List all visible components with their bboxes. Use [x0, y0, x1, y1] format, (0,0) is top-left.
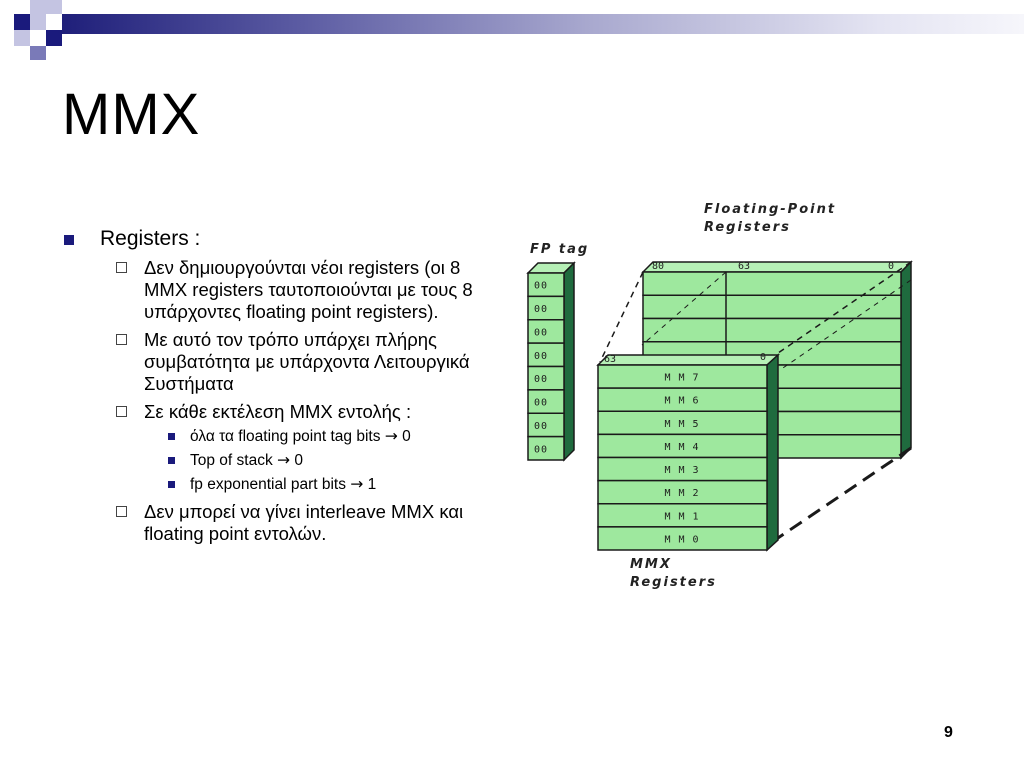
fp-tag-value: 00: [534, 374, 548, 385]
header-square-1: [14, 14, 30, 30]
slide-title: MMX: [62, 82, 201, 147]
square-bullet-icon: [64, 235, 74, 245]
hollow-square-bullet-icon: [116, 506, 127, 517]
sub-sub-bullet-text: Top of stack: [190, 452, 273, 469]
sub-bullet-2: Με αυτό τον τρόπο υπάρχει πλήρης συμβατό…: [60, 329, 500, 395]
mmx-block-top: [596, 354, 780, 366]
mmx-registers-label-line2: Registers: [630, 575, 717, 590]
sub-bullet-1: Δεν δημιουργούνται νέοι registers (οι 8 …: [60, 257, 500, 323]
fp-tag-value: 00: [534, 304, 548, 315]
sub-sub-bullet-3: fp exponential part bits → 1: [60, 474, 500, 495]
mmx-bit-label-63: 63: [604, 354, 616, 365]
sub-sub-bullet-value: 0: [294, 452, 303, 469]
projection-lines: [599, 261, 912, 542]
sub-sub-bullet-2: Top of stack → 0: [60, 450, 500, 471]
bullet-registers: Registers :: [60, 226, 500, 251]
mmx-register-label: M M 0: [664, 534, 699, 545]
page-number: 9: [944, 724, 953, 741]
fp-tag-label: FP tag: [530, 242, 589, 257]
mmx-bit-label-0: 0: [760, 352, 766, 363]
fp-registers-label-line1: Floating-Point: [704, 202, 836, 217]
mmx-registers-label-line1: MMX: [630, 557, 672, 572]
fp-register-row: [642, 317, 902, 343]
mmx-register-label: M M 2: [664, 488, 699, 499]
fp-tag-column: 00 00 00 00 00 00 00 00: [526, 261, 576, 462]
fp-tag-cell: [527, 435, 565, 461]
sub-bullet-4: Δεν μπορεί να γίνει interleave MMX και f…: [60, 501, 500, 545]
sub-sub-bullet-text: fp exponential part bits: [190, 476, 346, 493]
sub-sub-bullet-value: 0: [402, 428, 411, 445]
sub-bullet-text: Σε κάθε εκτέλεση MMX εντολής :: [144, 401, 412, 422]
fp-tag-value: 00: [534, 421, 548, 432]
sub-sub-bullet-1: όλα τα floating point tag bits → 0: [60, 426, 500, 447]
square-bullet-icon: [168, 481, 175, 488]
mmx-rows: M M 7 M M 6 M M 5 M M 4 M M 3 M M 2 M M 1 M M 0: [597, 364, 768, 551]
sub-bullet-text: Με αυτό τον τρόπο υπάρχει πλήρης συμβατό…: [144, 329, 470, 394]
arrow-right-icon: →: [384, 427, 398, 445]
fp-bit-label-0: 0: [888, 261, 894, 272]
fp-registers-label-line2: Registers: [704, 220, 791, 235]
header-square-5: [30, 46, 46, 60]
mmx-block-side: [766, 353, 779, 552]
sub-bullet-3: Σε κάθε εκτέλεση MMX εντολής :: [60, 401, 500, 423]
square-bullet-icon: [168, 457, 175, 464]
mmx-register-row: [597, 526, 768, 551]
mmx-register-label: M M 1: [664, 511, 699, 522]
mmx-register-label: M M 7: [664, 373, 699, 384]
fp-tag-value: 00: [534, 398, 548, 409]
fp-tag-cells: 00 00 00 00 00 00 00 00: [527, 272, 565, 461]
mmx-register-block: M M 7 M M 6 M M 5 M M 4 M M 3 M M 2 M M 1 M M 0…: [596, 352, 780, 552]
sub-sub-bullet-text: όλα τα floating point tag bits: [190, 428, 381, 445]
fp-tag-value: 00: [534, 351, 548, 362]
header-gradient-bar: [62, 14, 1024, 34]
fp-tag-value: 00: [534, 444, 548, 455]
fp-bit-label-80: 80: [652, 261, 664, 272]
sub-sub-bullet-value: 1: [367, 476, 377, 493]
fp-tag-side: [563, 261, 575, 462]
sub-bullet-text: Δεν δημιουργούνται νέοι registers (οι 8 …: [144, 257, 473, 322]
hollow-square-bullet-icon: [116, 334, 127, 345]
bullet-list: Registers : Δεν δημιουργούνται νέοι regi…: [60, 226, 500, 545]
mmx-register-label: M M 5: [664, 419, 699, 430]
fp-tag-value: 00: [534, 327, 548, 338]
hollow-square-bullet-icon: [116, 406, 127, 417]
header-square-3: [46, 14, 62, 30]
sub-bullet-text: Δεν μπορεί να γίνει interleave MMX και f…: [144, 501, 464, 544]
arrow-right-icon: →: [277, 451, 291, 469]
hollow-square-bullet-icon: [116, 262, 127, 273]
bullet-text: Registers :: [100, 227, 201, 250]
fp-bit-label-63: 63: [738, 261, 750, 272]
fp-register-row: [642, 294, 902, 320]
fp-register-row: [642, 271, 902, 296]
fp-tag-value: 00: [534, 281, 548, 292]
header-square-4: [14, 30, 30, 46]
arrow-right-icon: →: [350, 475, 364, 493]
mmx-register-label: M M 6: [664, 396, 699, 407]
mmx-register-label: M M 4: [664, 442, 699, 453]
fp-block-side: [900, 260, 912, 460]
header-square-6: [46, 30, 62, 46]
fp-block-top: [641, 261, 913, 273]
mmx-register-label: M M 3: [664, 465, 699, 476]
square-bullet-icon: [168, 433, 175, 440]
